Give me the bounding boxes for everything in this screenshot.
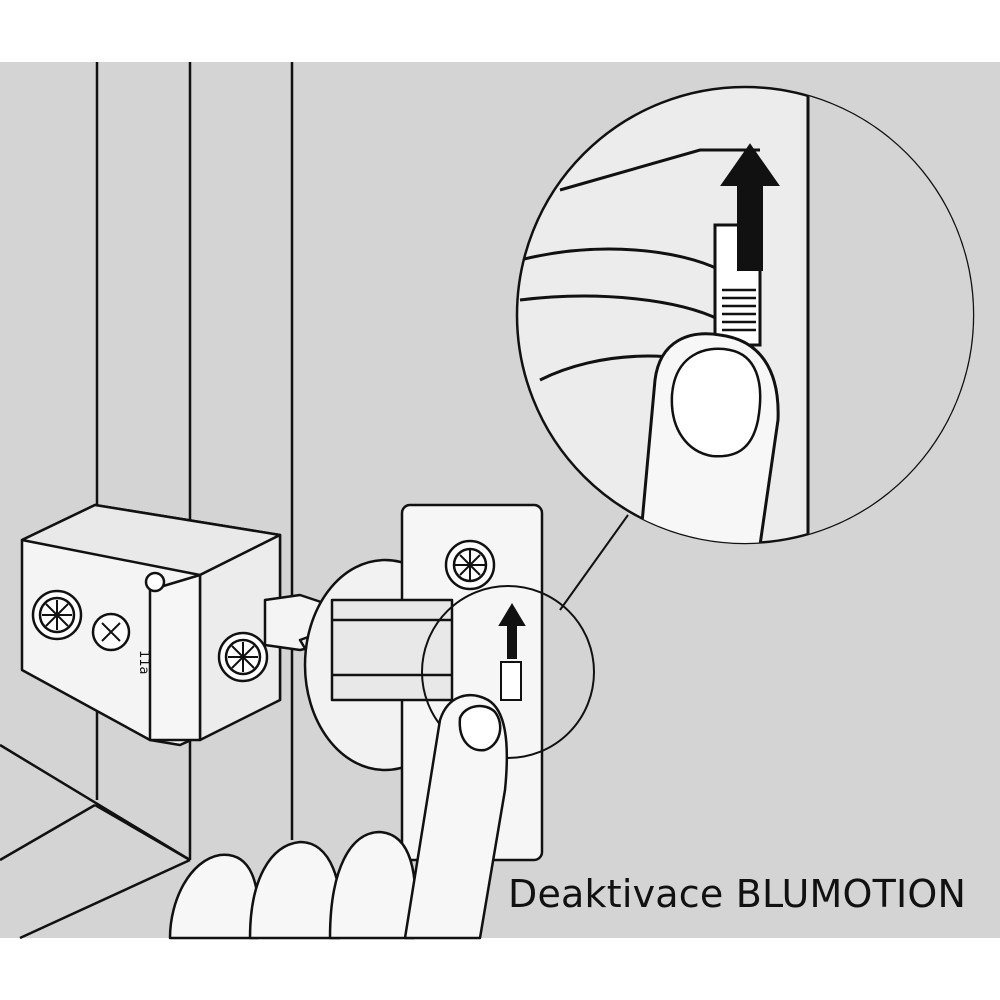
pozidriv-screw-icon: [217, 631, 269, 683]
pozidriv-screw-icon: [31, 589, 83, 641]
up-arrow-icon: [720, 143, 780, 271]
pozidriv-screw-icon: [91, 612, 131, 652]
hand: [168, 693, 509, 940]
pozidriv-screw-icon: [444, 539, 496, 591]
fingernail: [670, 347, 762, 458]
up-arrow-icon: [498, 603, 526, 701]
caption: Deaktivace BLUMOTION: [508, 872, 967, 916]
callout-line: [559, 514, 629, 611]
spring: [722, 288, 756, 332]
hinge-marking: 11a: [136, 650, 151, 675]
mounting-plate: [20, 503, 282, 747]
